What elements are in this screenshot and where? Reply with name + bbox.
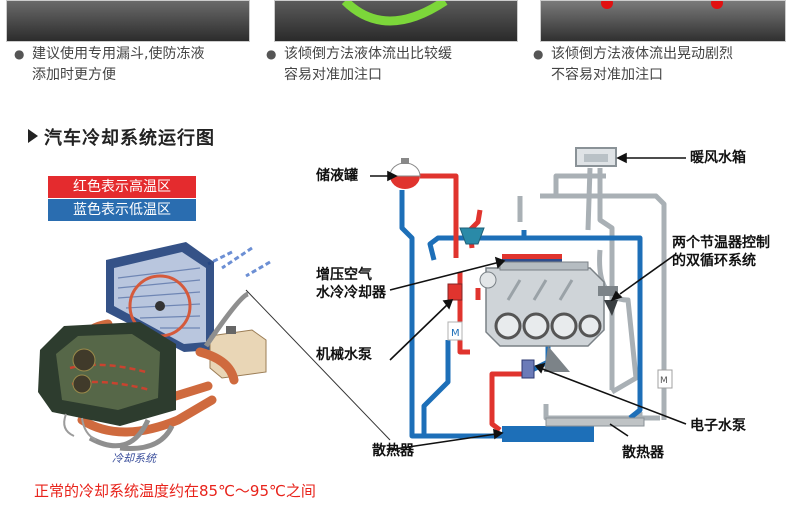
heater-core xyxy=(575,147,617,167)
connector-line xyxy=(245,289,391,441)
small-pump xyxy=(459,227,485,245)
legend-high-temp: 红色表示高温区 xyxy=(48,176,196,198)
label-radiator-right: 散热器 xyxy=(622,445,664,461)
label-radiator-left: 散热器 xyxy=(372,443,414,459)
tip-text-line2: 添加时更方便 xyxy=(32,67,116,83)
bullet-icon: ● xyxy=(14,47,25,61)
illustration-caption: 冷却系统 xyxy=(112,452,158,465)
label-heater-core: 暖风水箱 xyxy=(690,150,746,166)
thermostat xyxy=(598,286,618,316)
bullet-icon: ● xyxy=(533,47,544,61)
photo-slow-pour xyxy=(274,0,518,42)
label-intercooler-line1: 增压空气 xyxy=(316,267,372,283)
electric-pump xyxy=(521,359,535,379)
tip-text-line1: 建议使用专用漏斗,使防冻液 xyxy=(32,46,205,62)
pour-splash-illustration xyxy=(601,1,723,9)
radiator-low-temp xyxy=(502,426,594,442)
label-reservoir: 储液罐 xyxy=(316,168,358,184)
cooling-illustration xyxy=(38,242,271,452)
section-title-text: 汽车冷却系统运行图 xyxy=(44,128,215,149)
callout-arrows xyxy=(370,152,687,451)
label-thermostat-line2: 的双循环系统 xyxy=(672,253,756,269)
play-arrow-icon xyxy=(28,129,38,143)
label-thermostat-line1: 两个节温器控制 xyxy=(672,235,770,251)
bullet-icon: ● xyxy=(266,47,277,61)
tip-text-line1: 该倾倒方法液体流出比较缓 xyxy=(284,46,452,62)
tip-text-line1: 该倾倒方法液体流出晃动剧烈 xyxy=(551,46,733,62)
svg-text:M: M xyxy=(660,376,668,386)
photo-funnel xyxy=(6,0,250,42)
tip-text-line2: 不容易对准加注口 xyxy=(551,67,663,83)
photo-fast-pour xyxy=(540,0,786,42)
tip-text-line2: 容易对准加注口 xyxy=(284,67,382,83)
valve-icon: M xyxy=(657,369,673,389)
label-intercooler-line2: 水冷冷却器 xyxy=(316,285,386,301)
section-title: 汽车冷却系统运行图 xyxy=(28,124,215,150)
tip-fast-pour: ● 该倾倒方法液体流出晃动剧烈 不容易对准加注口 xyxy=(533,44,789,86)
legend-low-temp: 蓝色表示低温区 xyxy=(48,199,196,221)
tip-funnel: ● 建议使用专用漏斗,使防冻液 添加时更方便 xyxy=(14,44,264,86)
tip-slow-pour: ● 该倾倒方法液体流出比较缓 容易对准加注口 xyxy=(266,44,516,86)
reservoir-tank xyxy=(389,158,421,189)
label-mechanical-pump: 机械水泵 xyxy=(316,347,372,363)
pour-stream-illustration xyxy=(341,1,448,26)
temperature-note: 正常的冷却系统温度约在85℃～95℃之间 xyxy=(34,482,316,500)
engine-block xyxy=(479,261,605,372)
mechanical-pump: M xyxy=(447,283,463,341)
radiator-high-temp xyxy=(545,417,645,427)
svg-text:M: M xyxy=(451,328,460,339)
label-electric-pump: 电子水泵 xyxy=(690,418,746,434)
airflow-arrows xyxy=(207,246,271,278)
